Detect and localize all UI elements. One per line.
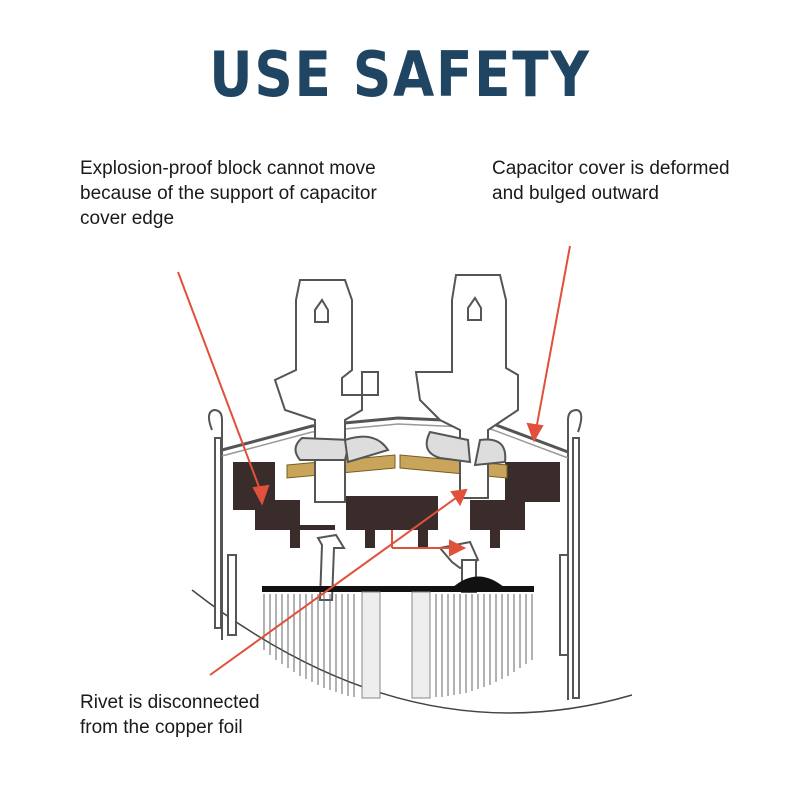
rivet-left	[316, 533, 346, 601]
label-cover-deformed: Capacitor cover is deformed and bulged o…	[492, 158, 730, 204]
terminal-right	[414, 274, 519, 499]
explosion-proof-block	[233, 462, 560, 548]
capacitor-bottom-curve	[191, 589, 633, 714]
label-explosion-block: Explosion-proof block cannot move becaus…	[80, 158, 377, 229]
capacitor-can-wall-right	[559, 408, 583, 700]
capacitor-cover	[221, 416, 569, 454]
capacitor-can-wall-left	[208, 408, 237, 640]
annotation-arrows	[177, 245, 571, 676]
copper-foil-winding	[262, 576, 534, 699]
terminal-left	[273, 279, 390, 503]
label-rivet-disconnected: Rivet is disconnected from the copper fo…	[80, 692, 260, 738]
page-title: USE SAFETY	[209, 38, 591, 111]
